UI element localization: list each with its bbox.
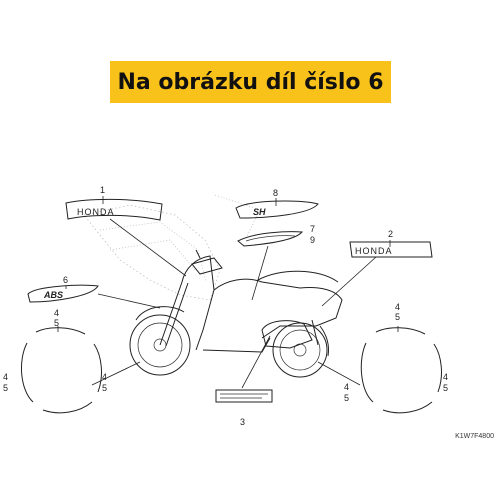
callout-left-mid-4: 4: [102, 372, 107, 382]
part-number-banner: Na obrázku díl číslo 6: [110, 61, 391, 103]
banner-text: Na obrázku díl číslo 6: [117, 69, 384, 95]
callout-1: 1: [100, 185, 105, 195]
callout-left-mid-5: 5: [102, 383, 107, 393]
callout-left-top-4: 4: [54, 308, 59, 318]
callout-left-top-5: 5: [54, 318, 59, 328]
callout-left-side-4: 4: [3, 372, 8, 382]
callout-3: 3: [240, 417, 245, 427]
callout-9: 9: [310, 235, 315, 245]
callout-7: 7: [310, 224, 315, 234]
callout-8: 8: [273, 188, 278, 198]
badge-decal-7-9: [237, 231, 304, 247]
frame-background-sketch: [83, 194, 261, 301]
callout-right-side-4: 4: [443, 372, 448, 382]
callout-right-side-5: 5: [443, 383, 448, 393]
sh-logo-decal: SH: [235, 200, 319, 219]
callout-labels: 1 8 7 9 2 6 3 4 5 4 5 4 5 4 5 4 5 4 5: [3, 185, 448, 427]
callout-left-side-5: 5: [3, 383, 8, 393]
diagram-reference-code: K1W7F4800: [455, 433, 494, 440]
callout-right-top-5: 5: [395, 312, 400, 322]
label-plate-decal: [215, 389, 273, 403]
honda-decal-left-text: HONDA: [77, 207, 115, 217]
callout-right-low-4: 4: [344, 382, 349, 392]
rim-stripe-right: [360, 327, 442, 414]
sh-logo-text: SH: [253, 207, 266, 217]
honda-decal-left: HONDA: [65, 198, 163, 221]
callout-right-top-4: 4: [395, 302, 400, 312]
callout-6: 6: [63, 275, 68, 285]
callout-right-low-5: 5: [344, 393, 349, 403]
scooter-illustration: [129, 249, 343, 378]
abs-logo-text: ABS: [43, 290, 63, 300]
rim-stripe-left: [21, 327, 102, 414]
leader-lines: [57, 196, 399, 389]
honda-decal-right: HONDA: [349, 241, 433, 258]
callout-2: 2: [388, 229, 393, 239]
abs-logo-decal: ABS: [27, 284, 99, 303]
honda-decal-right-text: HONDA: [355, 246, 393, 256]
